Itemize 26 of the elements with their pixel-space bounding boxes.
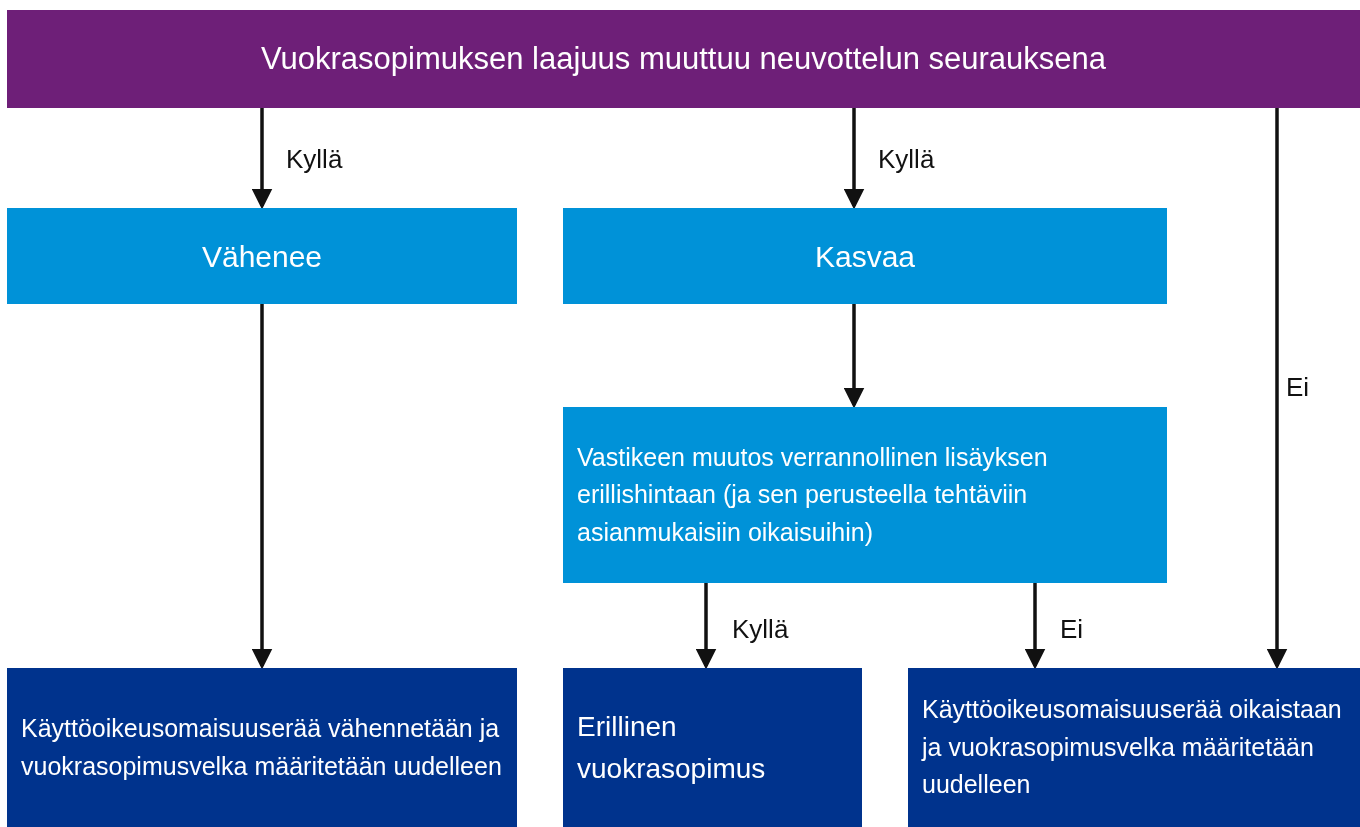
- result-box: [563, 668, 862, 827]
- result-box: [7, 668, 517, 827]
- process-box: [563, 208, 1167, 304]
- edge-label: Ei: [1286, 372, 1310, 403]
- edge-label: Kyllä: [732, 614, 789, 645]
- arrow: [1266, 108, 1288, 670]
- arrow: [695, 583, 717, 670]
- process-box: [563, 407, 1167, 583]
- arrow: [843, 304, 865, 409]
- result-box: [908, 668, 1360, 827]
- node-text: Vähenee: [201, 238, 323, 275]
- node-text: Käyttöoikeusomaisuuserää oikaistaan ja vuokrasopimusvelka määritetään uudelleen: [922, 694, 1343, 801]
- arrow: [251, 108, 273, 210]
- node-text: Vuokrasopimuksen laajuus muuttuu neuvottelun seurauksena: [261, 39, 1106, 78]
- node-text: Erillinen vuokrasopimus: [577, 709, 767, 786]
- edge-label: Ei: [1060, 614, 1084, 645]
- node-text: Käyttöoikeusomaisuuserää vähennetään ja vuokrasopimusvelka määritetään uudelleen: [21, 713, 503, 782]
- process-box: [7, 208, 517, 304]
- title-bar: [7, 10, 1360, 108]
- node-text: Kasvaa: [814, 238, 916, 275]
- arrow: [251, 304, 273, 670]
- arrow: [843, 108, 865, 210]
- node-text: Vastikeen muutos verrannollinen lisäyksen erillishintaan (ja sen perusteella tehtäviin asianmukaisiin oikaisuihin): [577, 441, 1049, 548]
- edge-label: Kyllä: [878, 144, 935, 175]
- arrow: [1024, 583, 1046, 670]
- edge-label: Kyllä: [286, 144, 343, 175]
